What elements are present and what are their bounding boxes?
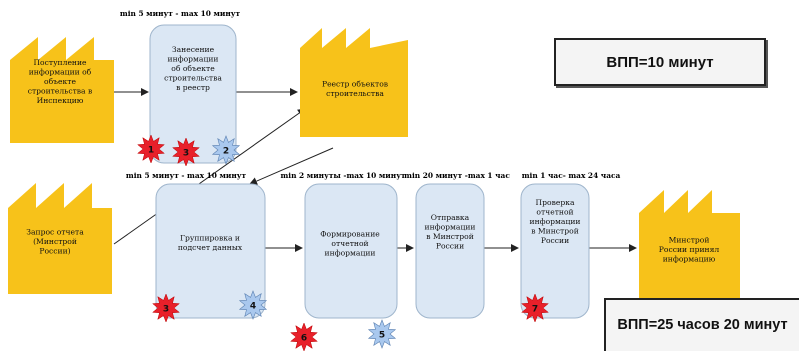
flow-arrows xyxy=(113,88,637,252)
star-burst-icon xyxy=(137,134,165,164)
kaizen-badges: 1 3 2 3 4 6 5 7 xyxy=(137,134,549,351)
time-label-p2: min 5 минут - max 10 минут xyxy=(126,171,247,180)
time-label-p1: min 5 минут - max 10 минут xyxy=(120,9,241,18)
problem-star-badge: 3 xyxy=(172,137,200,167)
process-box-p5 xyxy=(520,183,590,319)
badge-number: 3 xyxy=(183,149,189,159)
badge-number: 1 xyxy=(148,146,154,156)
badge-number: 4 xyxy=(250,302,256,312)
process-box-p1 xyxy=(149,24,237,164)
factory-icons xyxy=(8,28,740,303)
star-burst-icon xyxy=(172,137,200,167)
improvement-star-badge: 5 xyxy=(367,319,397,349)
badge-number: 2 xyxy=(223,147,229,157)
problem-star-badge: 7 xyxy=(521,293,549,323)
star-burst-icon xyxy=(290,322,318,351)
time-label-p4: min 20 минут -max 1 час xyxy=(404,171,510,180)
factory-shape-f3 xyxy=(8,183,112,294)
star-burst-icon xyxy=(211,135,241,165)
process-boxes xyxy=(149,24,590,319)
star-burst-icon xyxy=(521,293,549,323)
process-box-p4 xyxy=(415,183,485,319)
problem-star-badge: 3 xyxy=(152,293,180,323)
total-lead-time-bottom: ВПП=25 часов 20 минут xyxy=(604,298,799,351)
badge-number: 5 xyxy=(379,331,385,341)
arrow-f3-to-f2 xyxy=(113,108,306,245)
star-burst-icon xyxy=(152,293,180,323)
star-burst-icon xyxy=(238,290,268,320)
factory-shape-f1 xyxy=(10,37,114,143)
factory-shape-f2 xyxy=(300,28,408,137)
badge-number: 3 xyxy=(163,305,169,315)
improvement-star-badge: 2 xyxy=(211,135,241,165)
process-box-p2 xyxy=(155,183,266,319)
time-label-p3: min 2 минуты -max 10 минут xyxy=(280,171,405,180)
arrow-f2-to-p2 xyxy=(249,147,334,185)
problem-star-badge: 1 xyxy=(137,134,165,164)
total-lead-time-top: ВПП=10 минут xyxy=(554,38,766,86)
badge-number: 7 xyxy=(532,305,538,315)
process-box-p3 xyxy=(304,183,398,319)
badge-number: 6 xyxy=(301,334,307,344)
problem-star-badge: 6 xyxy=(290,322,318,351)
improvement-star-badge: 4 xyxy=(238,290,268,320)
star-burst-icon xyxy=(367,319,397,349)
factory-shape-f4 xyxy=(639,190,740,303)
time-label-p5: min 1 час- max 24 часа xyxy=(522,171,621,180)
